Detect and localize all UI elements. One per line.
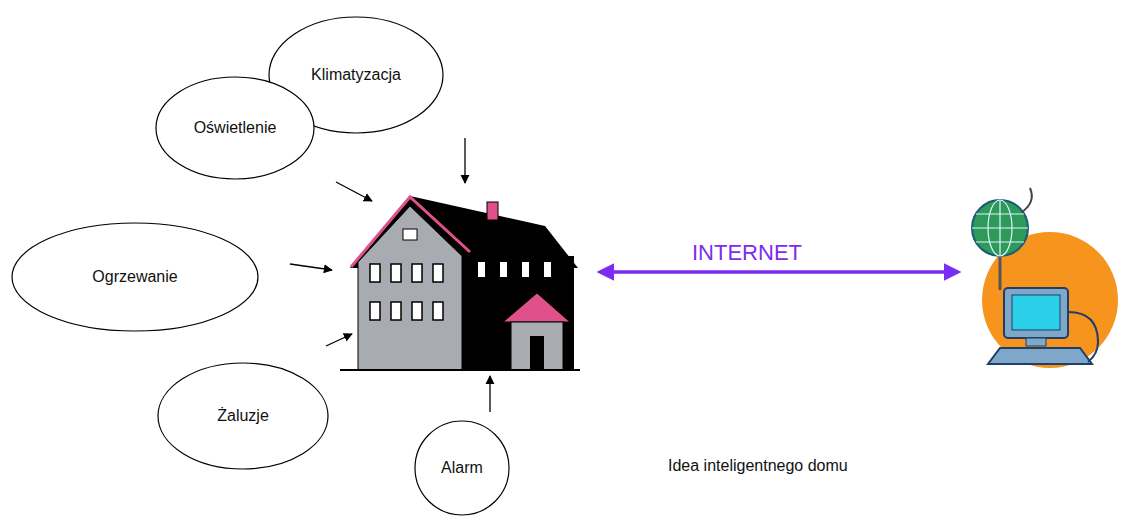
ellipse-node: Żaluzje [157, 362, 329, 470]
node-label: Żaluzje [217, 407, 269, 425]
house-picture [340, 196, 580, 370]
node-label: Ogrzewanie [92, 268, 177, 286]
caption: Idea inteligentnego domu [668, 457, 848, 475]
node-label: Alarm [441, 459, 483, 477]
node-label: Oświetlenie [194, 119, 277, 137]
ellipse-node: Oświetlenie [155, 76, 315, 180]
network-label: INTERNET [692, 240, 802, 266]
ellipse-outline [158, 363, 328, 469]
internet-arrow [600, 270, 958, 274]
ellipse-outline [415, 421, 509, 515]
ellipse-node: Ogrzewanie [11, 222, 259, 332]
ellipse-outline [156, 77, 314, 179]
computer-icon [972, 188, 1118, 368]
node-label: Klimatyzacja [311, 66, 401, 84]
ellipse-node: Alarm [414, 420, 510, 516]
ellipse-outline [12, 223, 258, 331]
